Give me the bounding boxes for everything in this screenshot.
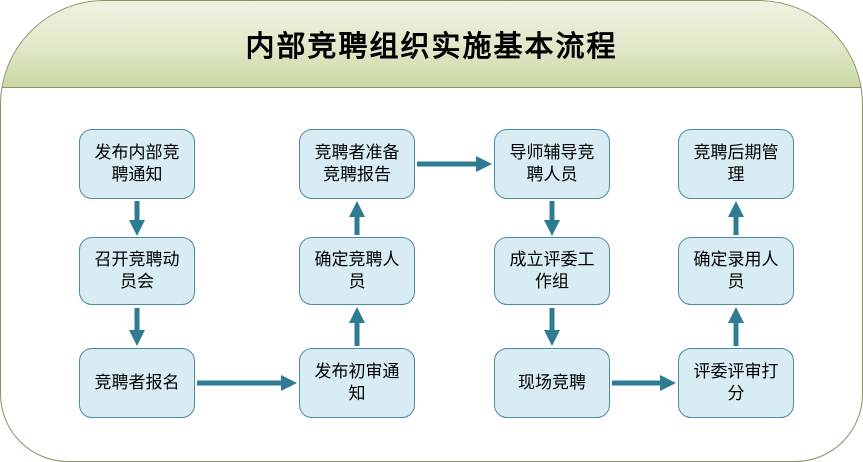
flow-step-label: 成立评委工作组 [509, 249, 595, 291]
flow-step-label: 确定录用人员 [693, 249, 779, 291]
flow-step-determine-hires: 确定录用人员 [678, 237, 794, 305]
flow-step-label: 导师辅导竞聘人员 [509, 142, 595, 184]
flow-step-label: 评委评审打分 [693, 361, 779, 403]
flow-step-label: 现场竞聘 [518, 372, 586, 392]
flow-step-onsite-competition: 现场竞聘 [494, 348, 610, 418]
flow-step-candidates-prepare-report: 竞聘者准备竞聘报告 [299, 129, 415, 199]
flow-step-judges-scoring: 评委评审打分 [678, 348, 794, 418]
flow-step-label: 竞聘者准备竞聘报告 [314, 142, 400, 184]
flow-step-label: 确定竞聘人员 [314, 249, 400, 291]
flow-step-label: 竞聘者报名 [94, 372, 180, 392]
flow-step-publish-internal-notice: 发布内部竞聘通知 [79, 129, 195, 199]
flow-step-establish-judge-workgroup: 成立评委工作组 [494, 237, 610, 305]
flow-step-label: 竞聘后期管理 [693, 142, 779, 184]
flow-step-label: 发布初审通知 [314, 361, 400, 403]
flow-step-label: 召开竞聘动员会 [94, 249, 180, 291]
title-banner: 内部竞聘组织实施基本流程 [1, 1, 862, 88]
flow-step-publish-review-notice: 发布初审通知 [299, 348, 415, 418]
page-title: 内部竞聘组织实施基本流程 [245, 31, 618, 63]
flow-step-label: 发布内部竞聘通知 [94, 142, 180, 184]
flow-step-mentor-coach-candidates: 导师辅导竞聘人员 [494, 129, 610, 199]
flow-step-candidate-registration: 竞聘者报名 [79, 348, 195, 418]
flow-step-post-competition-management: 竞聘后期管理 [678, 129, 794, 199]
flow-step-determine-candidates: 确定竞聘人员 [299, 237, 415, 305]
flow-step-hold-mobilization-meeting: 召开竞聘动员会 [79, 237, 195, 305]
